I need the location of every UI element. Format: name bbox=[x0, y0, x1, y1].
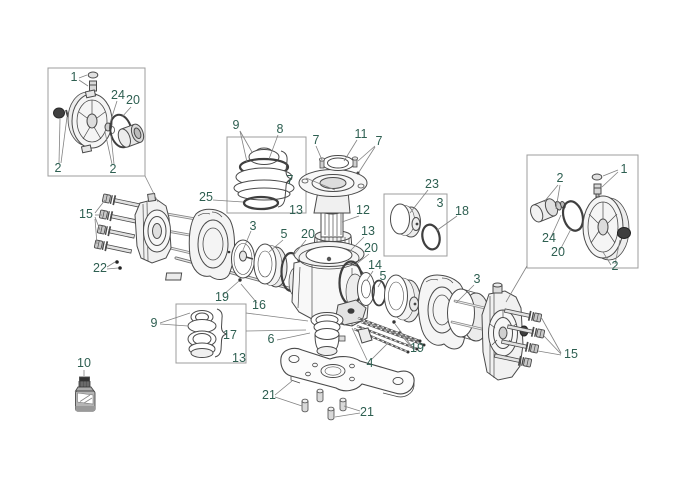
callout-25-15: 25 bbox=[199, 190, 213, 204]
callout-5-24: 5 bbox=[380, 269, 387, 283]
bellows-6 bbox=[310, 312, 346, 356]
callout-9-36: 9 bbox=[151, 316, 158, 330]
callout-1-31: 1 bbox=[621, 162, 628, 176]
callout-14-23: 14 bbox=[368, 258, 382, 272]
top-flange-11 bbox=[298, 155, 368, 214]
o-ring-25 bbox=[242, 195, 280, 211]
callout-19-7: 19 bbox=[215, 290, 229, 304]
piston-detail-inset bbox=[390, 203, 441, 251]
lower-assembly bbox=[310, 299, 426, 356]
head-cover-right bbox=[582, 195, 630, 261]
pin-19-right-a bbox=[392, 320, 396, 324]
callout-20-34: 20 bbox=[551, 245, 565, 259]
callout-21-41: 21 bbox=[262, 388, 276, 402]
callout-17-37: 17 bbox=[223, 328, 237, 342]
left-bearing-housing bbox=[165, 208, 235, 281]
inset-box-piston-detail bbox=[383, 193, 448, 257]
callout-18-27: 18 bbox=[455, 204, 469, 218]
oil-bottle bbox=[74, 376, 96, 412]
callout-19-29: 19 bbox=[410, 341, 424, 355]
callout-23-25: 23 bbox=[425, 177, 439, 191]
disc-14 bbox=[357, 272, 375, 306]
callout-7-14: 7 bbox=[287, 173, 294, 187]
callout-24-33: 24 bbox=[542, 231, 556, 245]
right-piston-assembly bbox=[384, 274, 421, 323]
brace-17 bbox=[214, 308, 228, 358]
o-ring-20r bbox=[561, 200, 585, 232]
inset-boxes bbox=[47, 67, 639, 364]
inset-box-diaphragm-detail bbox=[175, 303, 247, 364]
callout-11-18: 11 bbox=[355, 127, 368, 141]
callout-6-39: 6 bbox=[268, 332, 275, 346]
head-cover-left bbox=[67, 89, 113, 154]
o-ring-18 bbox=[421, 223, 441, 251]
callout-8-13: 8 bbox=[277, 122, 284, 136]
screw-7-right bbox=[351, 156, 358, 168]
callout-13-16: 13 bbox=[289, 203, 303, 217]
right-head-detail-inset bbox=[530, 173, 631, 261]
body-top-plate bbox=[293, 241, 365, 270]
callout-13-21: 13 bbox=[361, 224, 375, 238]
bellows-detail-inset bbox=[233, 147, 295, 211]
callout-16-8: 16 bbox=[252, 298, 266, 312]
callout-1-0: 1 bbox=[71, 70, 78, 84]
brace-7 bbox=[277, 150, 293, 208]
callout-22-6: 22 bbox=[93, 261, 107, 275]
left-head-detail-inset bbox=[53, 71, 145, 154]
callout-2-35: 2 bbox=[612, 259, 619, 273]
callout-10-40: 10 bbox=[77, 356, 91, 370]
callout-3-28: 3 bbox=[474, 272, 481, 286]
valve-assembly bbox=[530, 198, 566, 223]
central-body bbox=[288, 155, 371, 327]
fastener-22-b bbox=[118, 266, 122, 270]
vent-cap-right bbox=[591, 173, 603, 198]
callout-20-2: 20 bbox=[126, 93, 140, 107]
mounting-pins-21 bbox=[301, 388, 347, 421]
inset-box-pump-head-detail-right bbox=[526, 154, 639, 269]
diaphragm-detail-inset bbox=[187, 308, 228, 358]
callout-4-42: 4 bbox=[367, 356, 374, 370]
callout-20-22: 20 bbox=[364, 241, 378, 255]
pin-19-left bbox=[238, 278, 242, 282]
leader-lines bbox=[58, 74, 621, 418]
callout-7-19: 7 bbox=[376, 134, 383, 148]
callout-2-3: 2 bbox=[55, 161, 62, 175]
sleeve bbox=[117, 123, 145, 148]
inset-box-pump-head-detail-left bbox=[47, 67, 146, 177]
left-piston-set bbox=[227, 239, 302, 293]
callout-24-1: 24 bbox=[111, 88, 125, 102]
callout-12-20: 12 bbox=[356, 203, 370, 217]
callout-7-17: 7 bbox=[313, 133, 320, 147]
callout-13-38: 13 bbox=[232, 351, 246, 365]
valve-cup bbox=[53, 107, 69, 119]
connecting-rods-4 bbox=[353, 316, 426, 354]
callout-15-30: 15 bbox=[564, 347, 578, 361]
callout-15-5: 15 bbox=[79, 207, 93, 221]
base-plate bbox=[280, 347, 415, 398]
callout-9-12: 9 bbox=[233, 118, 240, 132]
callout-21-43: 21 bbox=[360, 405, 374, 419]
callout-3-26: 3 bbox=[437, 196, 444, 210]
callout-3-9: 3 bbox=[250, 219, 257, 233]
callout-20-11: 20 bbox=[301, 227, 315, 241]
knob bbox=[617, 227, 631, 239]
fastener-22-a bbox=[115, 260, 119, 264]
callout-2-4: 2 bbox=[110, 162, 117, 176]
callout-2-32: 2 bbox=[557, 171, 564, 185]
callout-5-10: 5 bbox=[281, 227, 288, 241]
